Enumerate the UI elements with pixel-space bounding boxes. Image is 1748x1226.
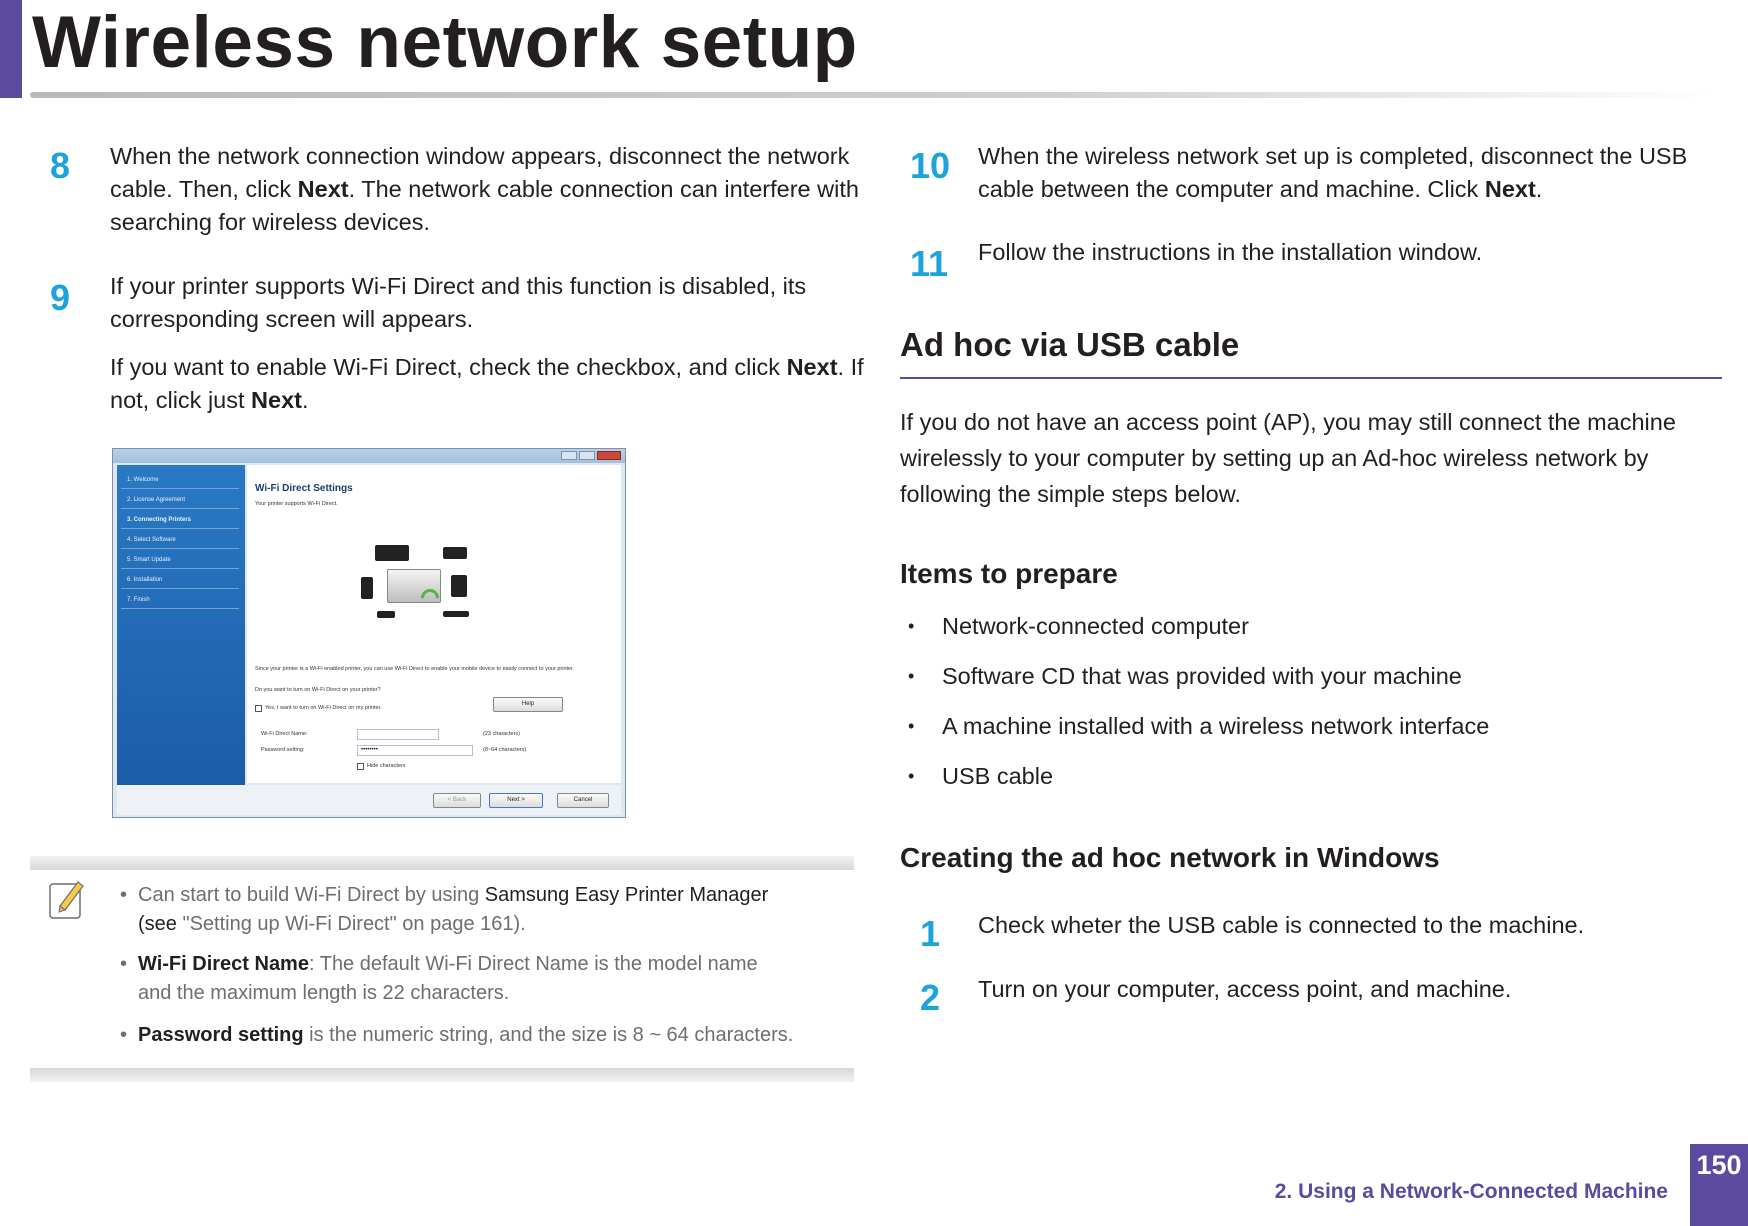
camera-icon [443,547,467,559]
intro-line-3: following the simple steps below. [900,481,1241,507]
chapter-footer: 2. Using a Network-Connected Machine [1274,1180,1668,1203]
sidebar-item-connecting: 3. Connecting Printers [121,511,239,529]
note-bullet-2: • [120,953,128,975]
note-item-3: Password setting is the numeric string, … [138,1024,794,1046]
step-9-number: 9 [50,277,71,318]
sidebar-item-installation: 6. Installation [121,571,239,589]
step-2-text: Turn on your computer, access point, and… [978,976,1512,1002]
step-2-number: 2 [920,977,941,1018]
sidebar-item-software: 4. Select Software [121,531,239,549]
bullet-dot-1: • [908,616,915,636]
item-2: Software CD that was provided with your … [942,663,1462,689]
wifi-direct-checkbox [255,705,262,712]
step-9-line-4: not, click just Next. [110,387,309,413]
back-button: < Back [433,793,481,808]
page-title: Wireless network setup [32,2,858,83]
window-titlebar [113,449,625,463]
wifi-direct-checkbox-label: Yes, I want to turn on Wi-Fi Direct on m… [265,705,382,711]
intro-line-2: wirelessly to your computer by setting u… [900,445,1649,471]
name-field [357,729,439,740]
note-top-bar [30,856,854,870]
screenshot-question: Do you want to turn on Wi-Fi Direct on y… [255,687,381,693]
help-button: Help [493,697,563,712]
section-divider [900,377,1722,379]
item-1: Network-connected computer [942,613,1249,639]
intro-line-1: If you do not have an access point (AP),… [900,409,1676,435]
step-10-line-2: cable between the computer and machine. … [978,176,1543,202]
note-item-1-line-1: Can start to build Wi-Fi Direct by using… [138,884,769,906]
screenshot-description: Since your printer is a Wi-Fi enabled pr… [255,666,575,672]
screenshot-heading: Wi-Fi Direct Settings [255,483,353,494]
step-1-number: 1 [920,913,941,954]
monitor-icon [375,545,409,561]
note-bullet-1: • [120,884,128,906]
step-10-number: 10 [910,145,951,186]
intro-paragraph: If you do not have an access point (AP),… [900,404,1700,512]
note-bottom-bar [30,1068,854,1082]
step-9-line-2: corresponding screen will appears. [110,306,474,332]
sidebar-item-finish: 7. Finish [121,591,239,609]
next-button: Next > [489,793,543,808]
tablet-icon [451,575,467,597]
creating-heading: Creating the ad hoc network in Windows [900,842,1440,873]
bullet-dot-4: • [908,766,915,786]
note-pencil-icon [49,881,84,919]
password-hint: (8~64 characters) [483,747,527,753]
title-divider [30,92,1720,98]
step-10-line-1: When the wireless network set up is comp… [978,143,1688,169]
step-11-text: Follow the instructions in the installat… [978,239,1483,265]
sidebar-item-welcome: 1. Welcome [121,471,239,489]
step-9-line-1: If your printer supports Wi-Fi Direct an… [110,273,807,299]
wifi-direct-settings-screenshot: 1. Welcome 2. License Agreement 3. Conne… [112,448,626,818]
close-icon [597,451,621,460]
minimize-icon [561,451,577,460]
hide-characters-label: Hide characters [367,763,406,769]
step-8-number: 8 [50,145,71,186]
next-term: Next [297,176,349,202]
hide-characters-checkbox [357,763,364,770]
step-1-text: Check wheter the USB cable is connected … [978,912,1585,938]
name-hint: (23 characters) [483,731,520,737]
title-accent-bar [0,0,22,98]
note-item-1-line-2: (see "Setting up Wi-Fi Direct" on page 1… [138,913,526,935]
password-label: Password setting: [261,747,305,753]
note-item-2-line-2: and the maximum length is 22 characters. [138,982,510,1004]
installer-sidebar: 1. Welcome 2. License Agreement 3. Conne… [117,465,245,813]
step-11-number: 11 [910,243,949,284]
screenshot-subheading: Your printer supports Wi-Fi Direct. [255,501,338,507]
cancel-button: Cancel [557,793,609,808]
sidebar-item-license: 2. License Agreement [121,491,239,509]
step-8-line-2: cable. Then, click Next. The network cab… [110,176,859,202]
name-label: Wi-Fi Direct Name: [261,731,308,737]
item-4: USB cable [942,763,1054,789]
items-heading: Items to prepare [900,558,1118,589]
bullet-dot-2: • [908,666,915,686]
step-9-line-3: If you want to enable Wi-Fi Direct, chec… [110,354,864,380]
item-3: A machine installed with a wireless netw… [942,713,1490,739]
bullet-dot-3: • [908,716,915,736]
page-number: 150 [1690,1144,1748,1226]
step-8-line-1: When the network connection window appea… [110,143,850,169]
game-console-icon [377,611,395,618]
printer-icon [387,569,441,603]
maximize-icon [579,451,595,460]
note-bullet-3: • [120,1024,128,1046]
password-field: •••••••• [357,745,473,756]
installer-footer: < Back Next > Cancel [117,785,621,815]
section-heading: Ad hoc via USB cable [900,326,1240,363]
sidebar-item-update: 5. Smart Update [121,551,239,569]
phone-icon [361,577,373,599]
note-item-2-line-1: Wi-Fi Direct Name: The default Wi-Fi Dir… [138,953,758,975]
laptop-icon [443,611,469,617]
installer-main-panel: Wi-Fi Direct Settings Your printer suppo… [247,465,621,783]
step-8-line-3: searching for wireless devices. [110,209,430,235]
